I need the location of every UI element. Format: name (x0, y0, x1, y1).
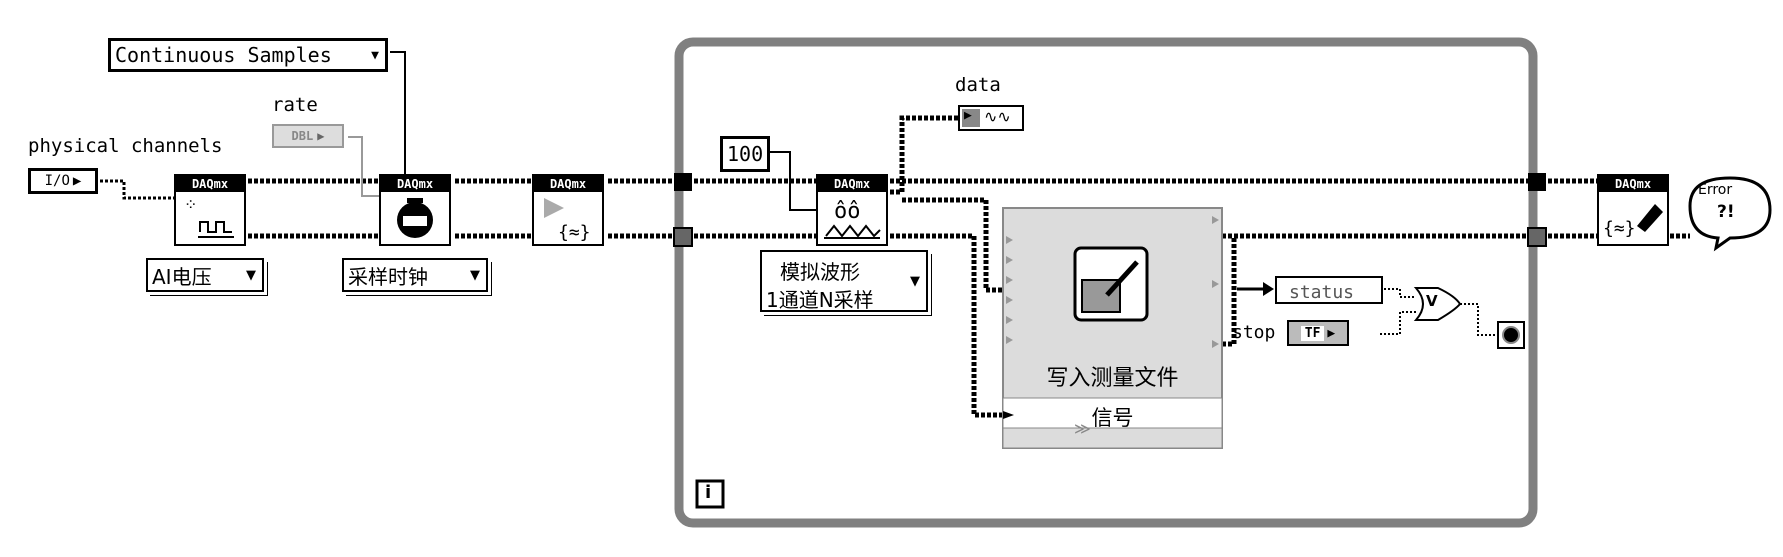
daqmx-header: DAQmx (176, 176, 244, 192)
svg-text:⁘: ⁘ (184, 195, 197, 214)
samples-per-channel-constant[interactable]: 100 (720, 136, 771, 172)
svg-text:{≈}: {≈} (558, 222, 591, 243)
rate-control[interactable]: DBL▶ (272, 124, 344, 148)
sample-clock-value: 采样时钟 (348, 264, 428, 289)
physical-channels-type: I/O (44, 173, 70, 189)
daqmx-start-task[interactable]: DAQmx {≈} (532, 174, 604, 246)
data-indicator[interactable]: ▶ ∿∿ (958, 105, 1024, 131)
stop-label: stop (1232, 322, 1276, 343)
dropdown-arrow-icon: ▼ (371, 47, 379, 63)
sample-clock-ring[interactable]: 采样时钟 ▼ (342, 258, 488, 292)
daqmx-header: DAQmx (534, 176, 602, 192)
dropdown-arrow-icon: ▼ (910, 274, 920, 289)
waveform-icon: ∿∿ (984, 107, 1011, 126)
while-loop-frame[interactable] (674, 37, 1538, 528)
daqmx-create-channel[interactable]: DAQmx ⁘ (174, 174, 246, 246)
iteration-label: i (705, 482, 712, 503)
loop-tunnel (673, 227, 693, 247)
sample-mode-ring[interactable]: Continuous Samples ▼ (108, 38, 388, 72)
stop-type: TF (1300, 325, 1325, 341)
daqmx-read[interactable]: DAQmx ôô (816, 174, 888, 246)
status-unbundle[interactable]: status (1275, 276, 1383, 304)
rate-label: rate (272, 94, 318, 116)
read-mode-line2: 1通道N采样 (766, 288, 874, 312)
svg-text:ôô: ôô (834, 199, 861, 224)
data-label: data (955, 74, 1001, 96)
loop-tunnel (1528, 173, 1546, 191)
daqmx-header: DAQmx (818, 176, 886, 192)
daqmx-timing[interactable]: DAQmx (379, 174, 451, 246)
write-file-title: 写入测量文件 (1046, 366, 1179, 391)
status-label: status (1289, 282, 1355, 303)
loop-tunnel (674, 173, 692, 191)
read-mode-ring[interactable]: 模拟波形 1通道N采样 ▼ (760, 250, 928, 312)
daqmx-clear-task[interactable]: DAQmx {≈} (1597, 174, 1669, 246)
svg-text:{≈}: {≈} (1603, 218, 1636, 239)
physical-channels-label: physical channels (28, 135, 223, 157)
ai-voltage-ring[interactable]: AI电压 ▼ (146, 258, 264, 292)
sample-mode-value: Continuous Samples (115, 43, 332, 67)
error-handler-symbol: ?! (1717, 202, 1735, 222)
daqmx-header: DAQmx (381, 176, 449, 192)
or-symbol: V (1426, 292, 1438, 310)
dropdown-arrow-icon: ▼ (470, 267, 480, 283)
iteration-terminal (695, 479, 725, 509)
svg-text:≫: ≫ (1074, 419, 1091, 438)
physical-channels-control[interactable]: I/O▶ (28, 168, 98, 194)
stop-control[interactable]: TF▶ (1287, 320, 1349, 346)
or-gate[interactable] (1413, 287, 1462, 321)
dropdown-arrow-icon: ▼ (246, 267, 256, 283)
rate-type: DBL (291, 129, 314, 143)
read-mode-line1: 模拟波形 (780, 260, 860, 284)
loop-tunnel (1527, 227, 1547, 247)
write-file-signal-input[interactable]: 信号 (1091, 406, 1134, 430)
error-handler[interactable] (1688, 176, 1772, 252)
error-handler-text: Error (1698, 182, 1733, 198)
ai-voltage-value: AI电压 (152, 264, 212, 289)
daqmx-header: DAQmx (1599, 176, 1667, 192)
